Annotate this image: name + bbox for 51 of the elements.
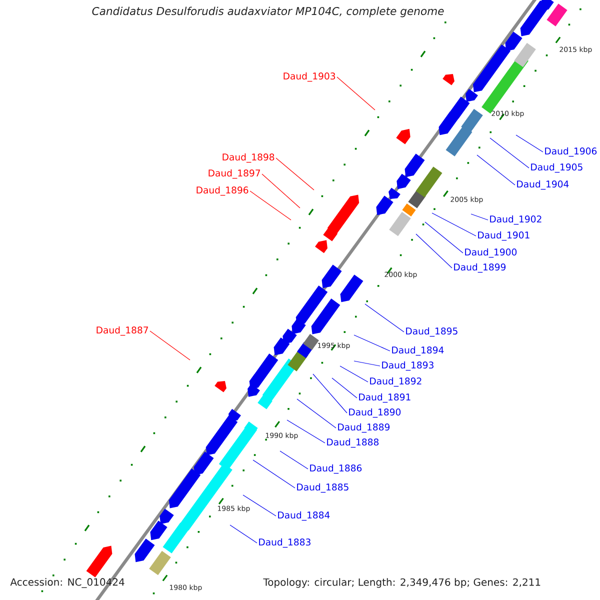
gene-label: Daud_1884	[278, 511, 330, 521]
footer-text: Topology: circular; Length: 2,349,476 bp; Genes: 2,211	[263, 578, 540, 588]
gene-label: Daud_1883	[259, 538, 310, 548]
gene-label: Daud_1896	[196, 186, 248, 196]
leader-line	[150, 330, 190, 360]
leader-line	[286, 420, 326, 444]
title: Candidatus Desulforudis audaxviator MP104C, complete genome	[90, 5, 446, 19]
gene-label: Daud_1891	[359, 393, 410, 403]
leader-line	[252, 460, 296, 488]
gene-label: Daud_1885	[297, 483, 348, 493]
leader-line	[242, 494, 276, 516]
leader-line	[276, 158, 314, 190]
gene-label: Daud_1892	[370, 377, 422, 387]
gene-label: Daud_1902	[490, 215, 542, 225]
gene-label: Daud_1887	[96, 326, 148, 336]
leader-line	[230, 524, 258, 544]
leader-line	[490, 138, 530, 168]
gene-label: Daud_1903	[284, 72, 336, 82]
gene-label: Daud_1895	[406, 327, 458, 337]
leader-line	[476, 154, 516, 186]
leader-line	[424, 222, 464, 254]
leader-line	[516, 134, 544, 152]
leader-line	[296, 398, 336, 428]
gene-label: Daud_1906	[545, 147, 597, 157]
leader-line	[250, 190, 292, 220]
leader-line	[354, 360, 380, 366]
leader-line	[416, 234, 452, 268]
gene-label: Daud_1888	[327, 438, 379, 448]
gene-label: Daud_1886	[310, 464, 362, 474]
gene-label: Daud_1898	[222, 153, 274, 163]
leader-line	[336, 76, 376, 110]
footer-text: Accession: NC_010424	[10, 578, 124, 588]
leader-line	[340, 366, 368, 382]
leader-line	[470, 214, 488, 220]
leader-line	[280, 450, 308, 470]
gene-label: Daud_1904	[517, 180, 569, 190]
leader-line	[432, 212, 476, 236]
gene-label: Daud_1905	[531, 163, 582, 173]
gene-label: Daud_1899	[454, 263, 506, 273]
gene-label: Daud_1894	[392, 346, 444, 356]
leader-line	[332, 378, 358, 398]
gene-label: Daud_1893	[382, 361, 434, 371]
leader-line	[364, 304, 404, 332]
gene-label: Daud_1890	[349, 408, 401, 418]
gene-label: Daud_1889	[338, 423, 390, 433]
gene-label: Daud_1901	[478, 231, 530, 241]
gene-label: Daud_1897	[208, 169, 260, 179]
leader-line	[312, 374, 348, 414]
leader-line	[262, 174, 300, 208]
gene-label: Daud_1900	[465, 248, 517, 258]
leader-line	[354, 334, 390, 352]
